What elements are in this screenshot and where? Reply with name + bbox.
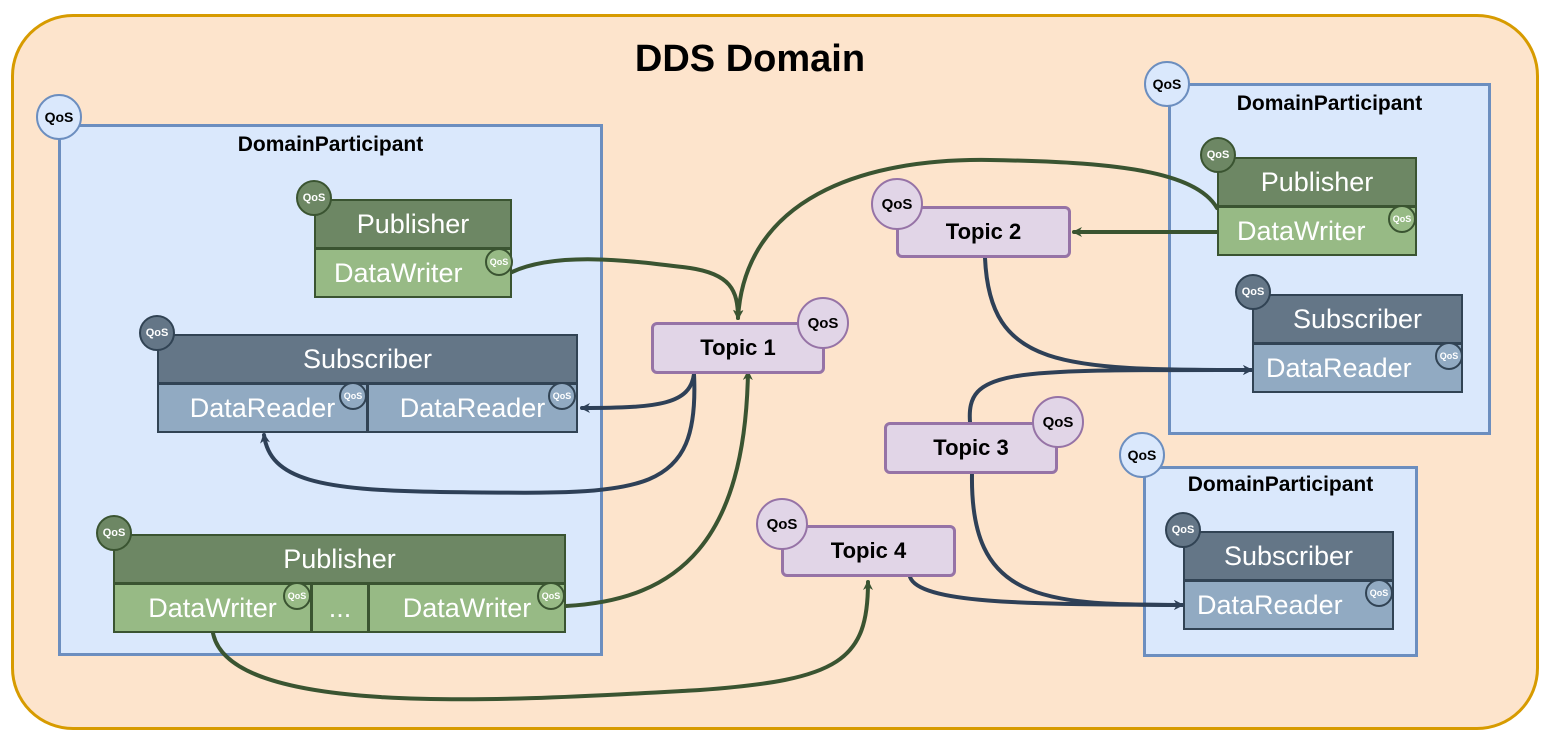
topic-2: Topic 2 [896, 206, 1071, 258]
p1-publisher-a-writer-qos-icon: QoS [485, 248, 513, 276]
edge-topic2-to-p2-reader [983, 256, 1253, 375]
topic-4: Topic 4 [781, 525, 956, 577]
p3-subscriber-header: Subscriber [1183, 531, 1394, 581]
p1-reader-2-qos-icon: QoS [548, 382, 576, 410]
p1-subscriber-qos-icon: QoS [139, 315, 175, 351]
p1-publisher-b-ellipsis: ... [311, 583, 369, 633]
p1-publisher-b-header: Publisher [113, 534, 566, 584]
p2-reader-qos-icon: QoS [1435, 342, 1463, 370]
p1-reader-1-qos-icon: QoS [339, 382, 367, 410]
edge-topic3-to-p2-reader [967, 364, 1253, 424]
topic-1-qos-icon: QoS [797, 297, 849, 349]
edge-topic1-to-reader1 [260, 372, 697, 495]
participant-1-title: DomainParticipant [237, 133, 424, 156]
topic-4-qos-icon: QoS [756, 498, 808, 550]
p2-subscriber-qos-icon: QoS [1235, 274, 1271, 310]
p1-subscriber-datareader-1: DataReader [157, 383, 368, 433]
edge-p1-writer-to-topic1 [510, 257, 743, 320]
p1-writer-1-qos-icon: QoS [283, 582, 311, 610]
p1-publisher-b-qos-icon: QoS [96, 515, 132, 551]
p2-publisher-header: Publisher [1217, 157, 1417, 207]
p3-reader-qos-icon: QoS [1365, 579, 1393, 607]
p1-publisher-b-datawriter-2: DataWriter [368, 583, 566, 633]
edge-p2-writer-to-topic1 [733, 157, 1219, 320]
p1-publisher-a-datawriter: DataWriter [314, 248, 512, 298]
topic-3: Topic 3 [884, 422, 1058, 474]
topic-3-qos-icon: QoS [1032, 396, 1084, 448]
p2-publisher-qos-icon: QoS [1200, 137, 1236, 173]
participant-1-qos-icon: QoS [36, 94, 82, 140]
edge-p1-writera-to-topic4 [211, 580, 873, 702]
p1-subscriber-header: Subscriber [157, 334, 578, 384]
p1-publisher-b-datawriter-1: DataWriter [113, 583, 312, 633]
topic-2-qos-icon: QoS [871, 178, 923, 230]
edge-topic1-to-reader2 [580, 372, 696, 413]
participant-3-qos-icon: QoS [1119, 432, 1165, 478]
topic-1: Topic 1 [651, 322, 825, 374]
p1-publisher-a-qos-icon: QoS [296, 180, 332, 216]
p2-subscriber-datareader: DataReader [1252, 343, 1463, 393]
participant-2-title: DomainParticipant [1236, 92, 1423, 115]
edge-topic4-to-p3-reader [908, 575, 1184, 610]
p2-subscriber-header: Subscriber [1252, 294, 1463, 344]
edge-topic3-to-p3-reader [969, 472, 1184, 610]
p3-subscriber-datareader: DataReader [1183, 580, 1394, 630]
participant-2-qos-icon: QoS [1144, 61, 1190, 107]
edge-p1-writerb-to-topic1 [564, 370, 753, 608]
p1-subscriber-datareader-2: DataReader [367, 383, 578, 433]
p3-subscriber-qos-icon: QoS [1165, 512, 1201, 548]
p1-writer-2-qos-icon: QoS [537, 582, 565, 610]
p2-publisher-datawriter: DataWriter [1217, 206, 1417, 256]
participant-3-title: DomainParticipant [1187, 473, 1374, 496]
domain-title: DDS Domain [634, 38, 866, 80]
p2-writer-qos-icon: QoS [1388, 205, 1416, 233]
